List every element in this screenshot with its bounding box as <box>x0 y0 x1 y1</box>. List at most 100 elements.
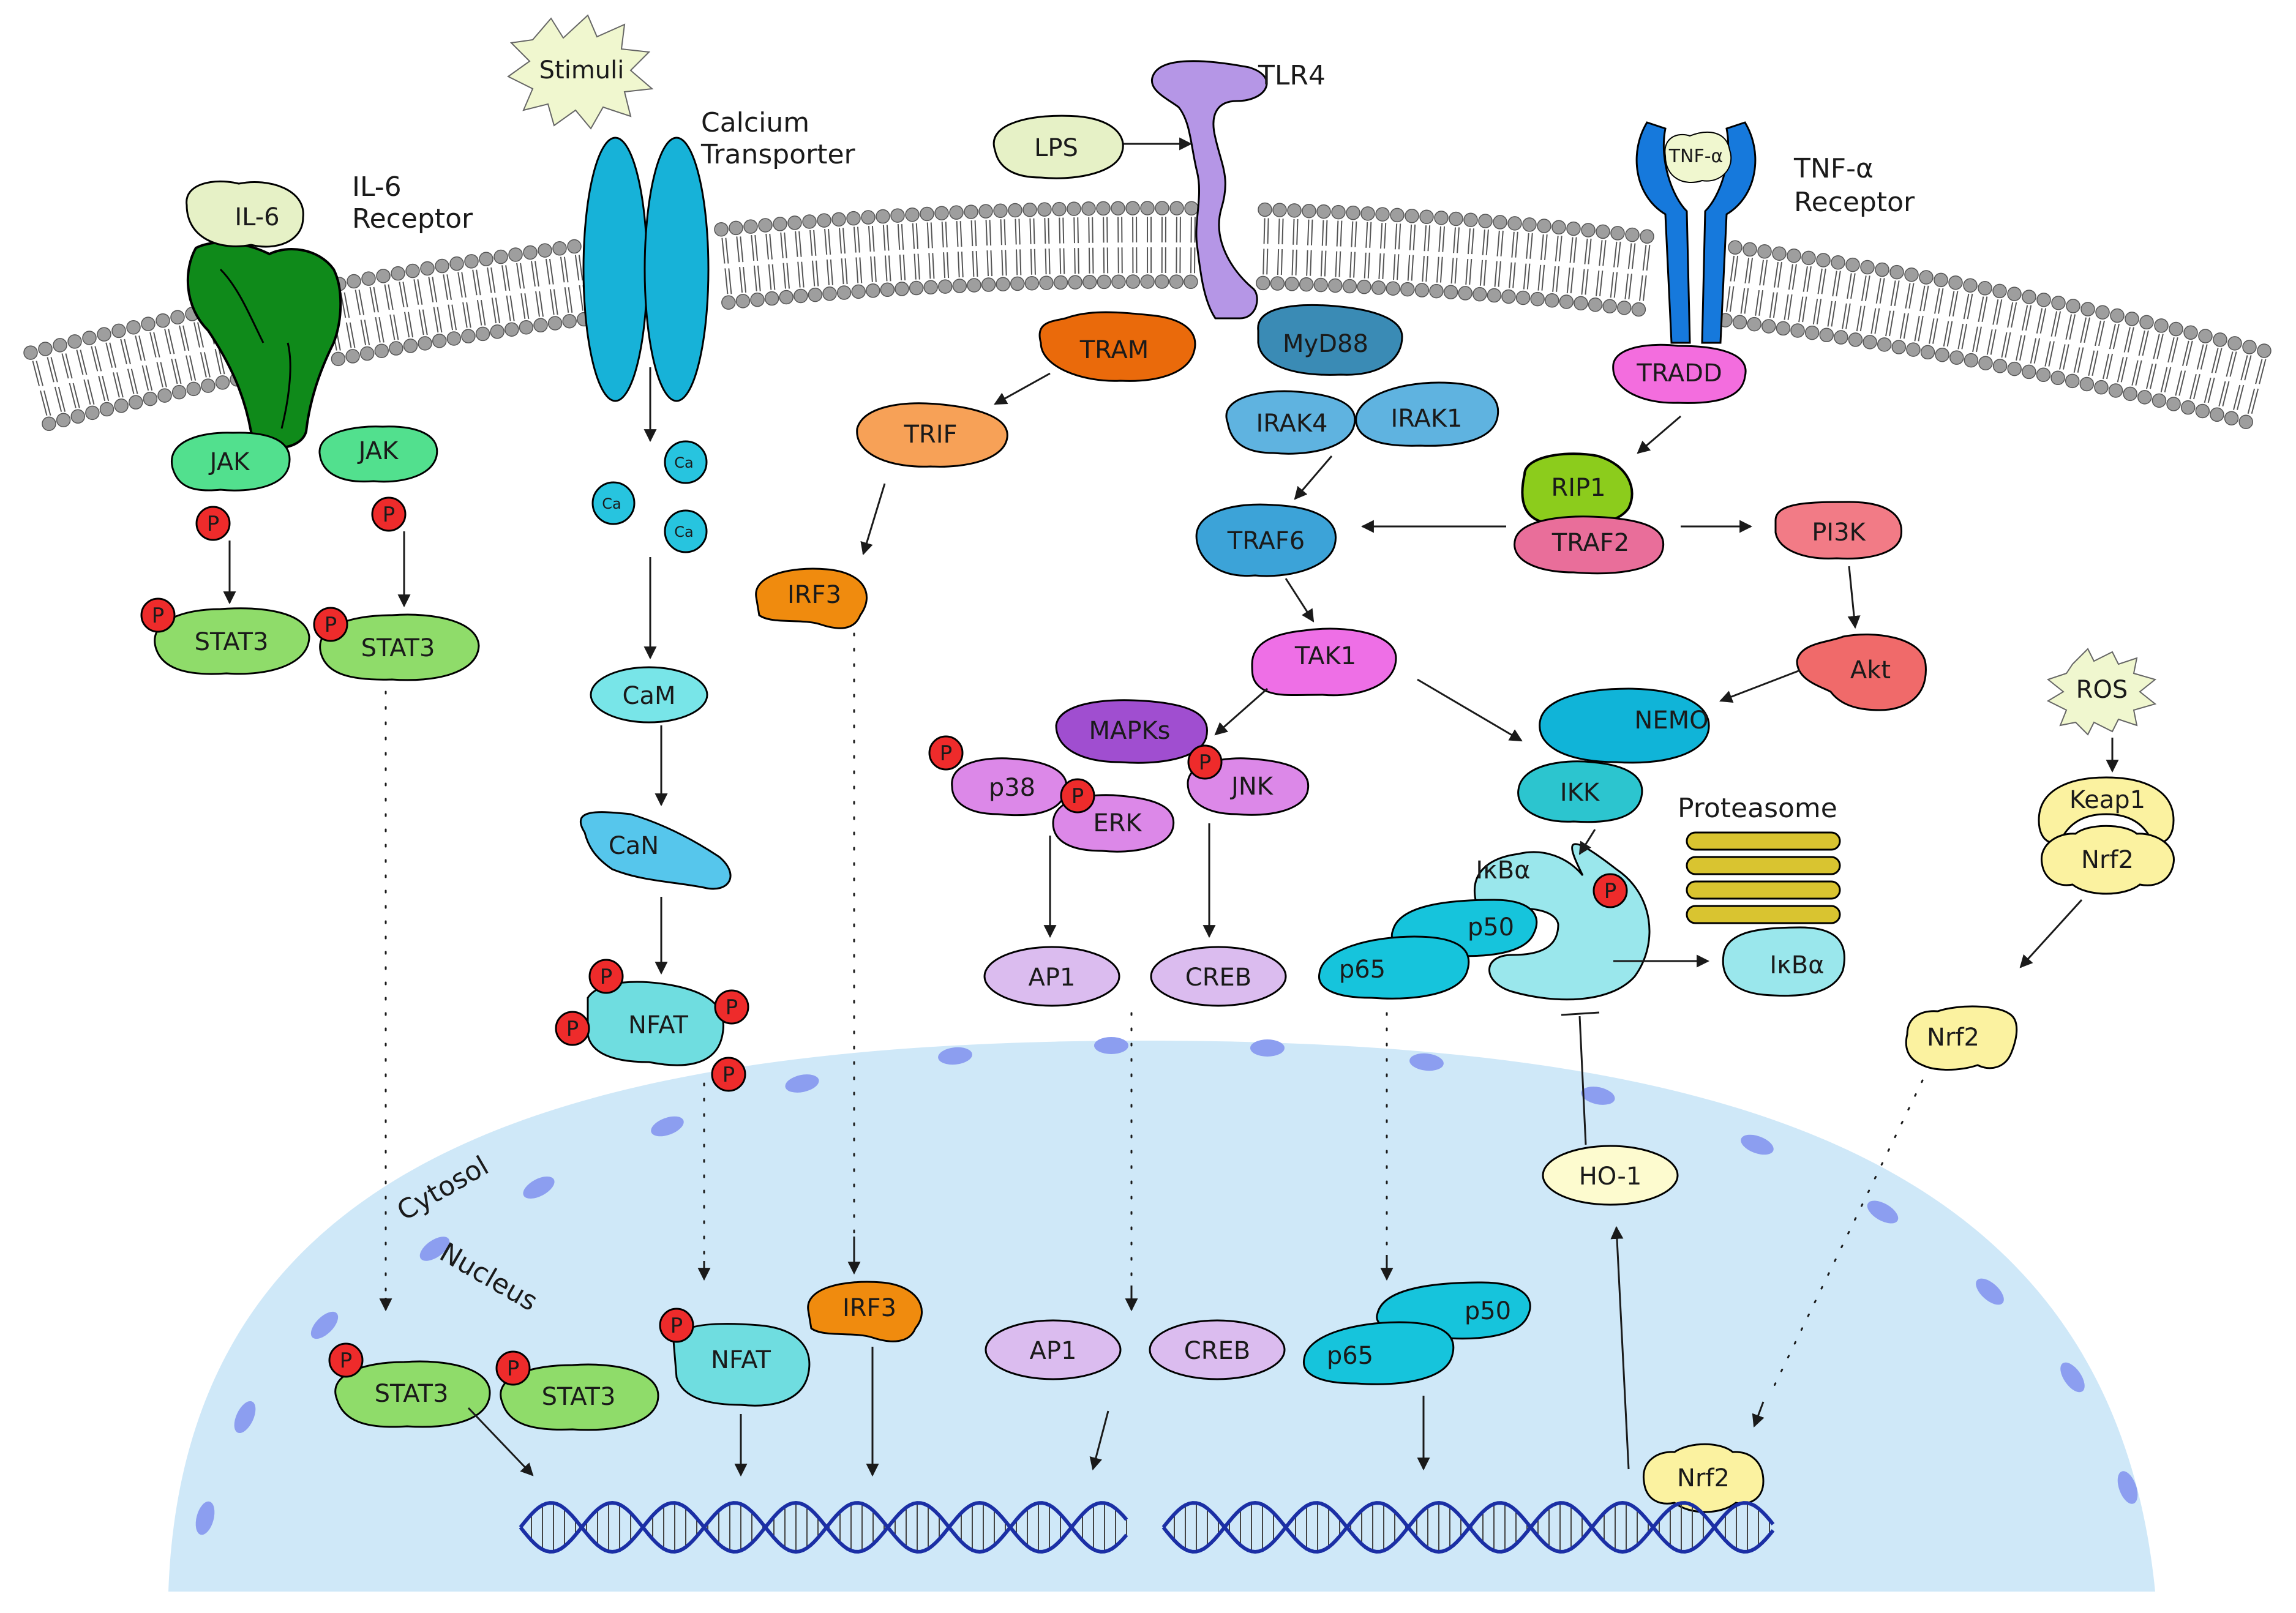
nemo-label: NEMO <box>1634 706 1708 735</box>
lipid-tail <box>418 309 428 335</box>
lipid-tail <box>841 258 848 285</box>
lipid-head <box>779 290 793 305</box>
lipid-tail <box>868 225 875 252</box>
lipid-head <box>85 405 100 421</box>
lipid-head <box>1299 277 1314 292</box>
lipid-tail <box>1278 219 1284 245</box>
lipid-head <box>1588 298 1603 312</box>
lipid-head <box>1111 274 1126 289</box>
lipid-head <box>1010 276 1025 291</box>
lipid-tail <box>1899 313 1909 339</box>
lipid-tail <box>1596 270 1604 296</box>
lipid-tail <box>2233 384 2245 410</box>
lipid-tail <box>928 253 935 279</box>
lipid-head <box>1386 281 1400 296</box>
lipid-tail <box>2088 350 2099 376</box>
creb-nuc-label: CREB <box>1184 1337 1250 1365</box>
lipid-tail <box>1509 262 1516 288</box>
lipid-head <box>2080 302 2095 316</box>
lipid-tail <box>986 250 993 277</box>
lipid-head <box>1501 289 1516 304</box>
lipid-head <box>1463 212 1478 227</box>
nrf2-cyto-label: Nrf2 <box>1927 1024 1979 1052</box>
lipid-tail <box>1627 243 1636 269</box>
lipid-tail <box>1117 247 1123 274</box>
tram-label: TRAM <box>1079 336 1149 364</box>
lipid-tail <box>560 256 569 283</box>
stat3-nuc-left-label: STAT3 <box>375 1380 449 1408</box>
irf3-cyto: IRF3 <box>755 567 868 629</box>
pi3k: PI3K <box>1774 501 1903 559</box>
lipid-tail <box>1842 303 1851 329</box>
lipid-head <box>374 343 389 358</box>
erk-label: ERK <box>1093 809 1142 837</box>
lipid-tail <box>516 263 525 289</box>
jak-right-label: JAK <box>357 437 399 465</box>
lipid-tail <box>1827 301 1836 327</box>
lipid-head <box>1515 290 1531 305</box>
lipid-head <box>1860 260 1875 275</box>
lipid-tail <box>1948 291 1959 316</box>
lipid-head <box>851 284 866 299</box>
rip1-label: RIP1 <box>1551 474 1605 502</box>
lipid-tail <box>1934 288 1944 314</box>
arrow-ap1-to-dna <box>1089 1410 1109 1471</box>
lipid-head <box>1743 242 1757 257</box>
lipid-tail <box>941 222 948 248</box>
lipid-tail <box>457 272 467 298</box>
dna-helix-right <box>1161 1500 1775 1554</box>
lipid-tail <box>1306 250 1312 276</box>
lipid-tail <box>530 261 539 287</box>
lipid-head <box>831 212 846 227</box>
tradd: TRADD <box>1612 343 1747 404</box>
lipid-tail <box>2059 344 2069 370</box>
lipid-tail <box>193 322 204 348</box>
arrow-nrf2-into-nucleus <box>1752 1401 1765 1428</box>
lipid-tail <box>1262 249 1269 275</box>
lipid-head <box>1371 280 1386 295</box>
lipid-tail <box>1992 299 2003 325</box>
lipid-tail <box>824 228 831 255</box>
lipid-head <box>1342 279 1357 294</box>
il6-ligand-label: IL-6 <box>234 203 279 231</box>
lipid-tail <box>1190 217 1196 243</box>
lipid-tail <box>1351 221 1357 247</box>
lipid-tail <box>345 322 356 348</box>
lipid-head <box>2154 318 2169 333</box>
lipid-tail <box>1030 249 1036 275</box>
p65-nuc-label: p65 <box>1327 1342 1373 1370</box>
lipid-tail <box>1870 308 1880 334</box>
lipid-head <box>729 220 743 236</box>
lipid-tail <box>914 253 920 280</box>
phospho-stat3-nuc-left: P <box>328 1342 364 1378</box>
lipid-head <box>880 282 895 298</box>
lipid-head <box>201 378 216 393</box>
phospho-stat3-cyto-left: P <box>140 597 176 633</box>
lipid-head <box>1082 274 1097 290</box>
myd88-label: MyD88 <box>1283 330 1368 358</box>
lipid-tail <box>564 287 573 313</box>
lipid-tail <box>753 265 761 291</box>
lipid-head <box>993 203 1008 219</box>
lipid-head <box>1328 278 1343 293</box>
lipid-head <box>1155 201 1169 215</box>
lipid-tail <box>882 225 890 251</box>
ap1-cyto: AP1 <box>983 946 1120 1007</box>
nrf2-cyto: Nrf2 <box>1905 1005 2018 1071</box>
lipid-tail <box>1059 248 1065 274</box>
lipid-tail <box>736 236 744 263</box>
svg-text:P: P <box>1071 784 1084 809</box>
lipid-head <box>1429 283 1444 299</box>
lipid-tail <box>1803 266 1812 292</box>
lipid-head <box>186 381 201 397</box>
lipid-head <box>1331 204 1346 220</box>
lipid-tail <box>1073 217 1079 244</box>
lipid-head <box>1357 279 1371 294</box>
lipid-tail <box>135 335 146 361</box>
lipid-tail <box>2050 311 2062 337</box>
lipid-head <box>519 320 534 335</box>
lipid-head <box>895 282 909 296</box>
lipid-tail <box>1103 247 1109 274</box>
lipid-head <box>2094 380 2109 395</box>
lipid-tail <box>739 267 747 293</box>
